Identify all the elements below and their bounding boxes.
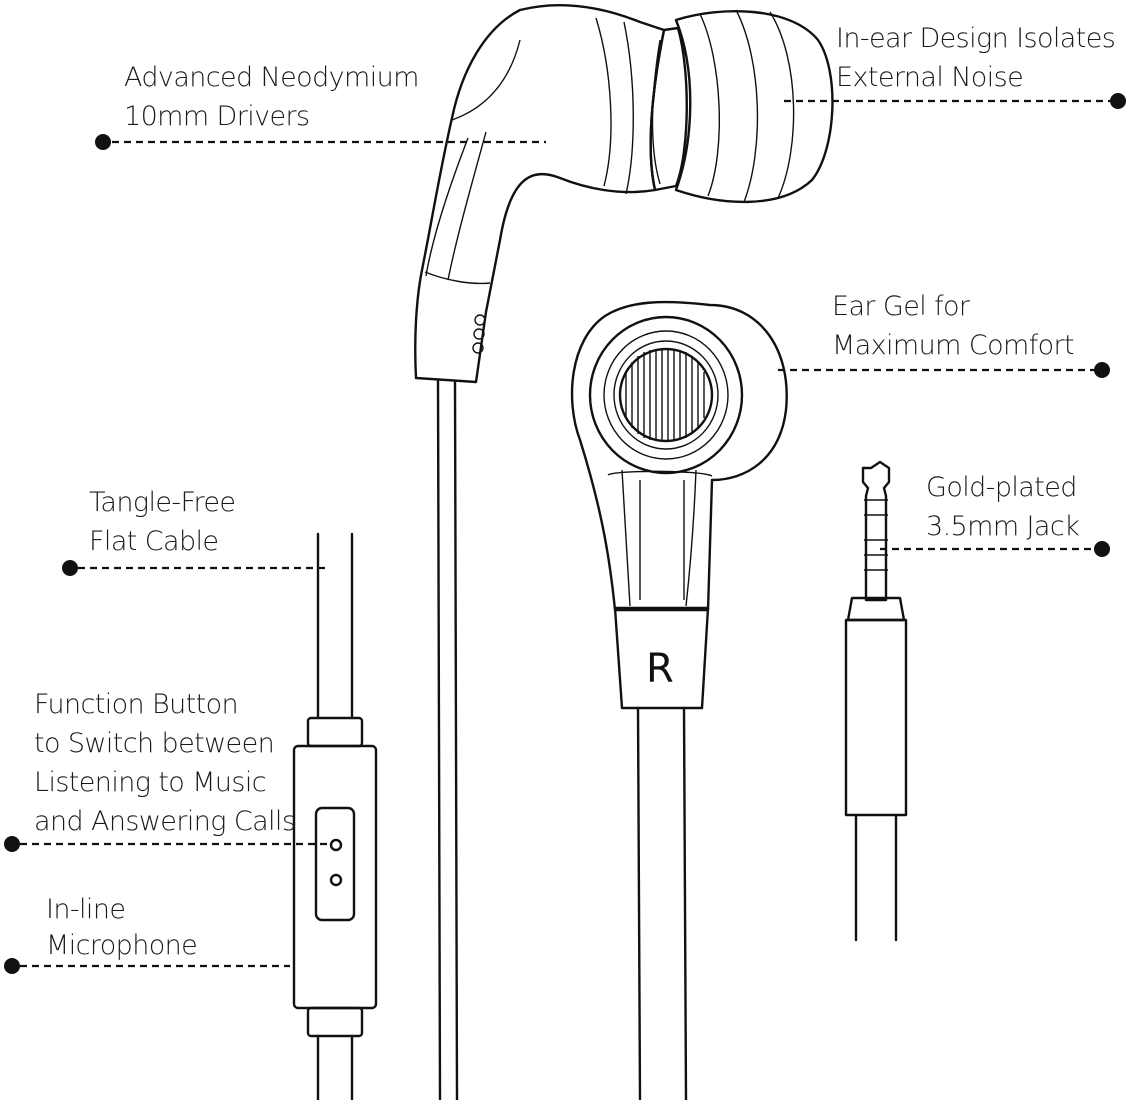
callout-in-ear: In-ear Design Isolates External Noise [836, 19, 1116, 97]
callout-function-button-line1: Function Button [34, 689, 239, 720]
callout-cable-line1: Tangle-Free [89, 487, 236, 518]
right-side-marker: R [646, 646, 674, 692]
callout-dot [62, 560, 78, 576]
left-earbud-cable-edge [436, 378, 442, 1100]
callout-drivers-line1: Advanced Neodymium [124, 62, 419, 93]
callout-microphone-line1: In-line [46, 894, 126, 925]
callout-dot [4, 958, 20, 974]
callout-dot [1110, 93, 1126, 109]
callout-function-button-line4: and Answering Calls [34, 806, 296, 837]
callout-function-button-line2: to Switch between [34, 728, 275, 759]
callout-cable: Tangle-Free Flat Cable [89, 483, 236, 561]
callout-ear-gel-line2: Maximum Comfort [832, 330, 1075, 361]
callout-function-button-line3: Listening to Music [34, 767, 267, 798]
callout-microphone-line2: Microphone [46, 930, 198, 961]
callout-jack: Gold-plated 3.5mm Jack [926, 468, 1080, 546]
microphone-hole [329, 838, 343, 852]
leader-cable [62, 560, 330, 576]
callout-drivers-line2: 10mm Drivers [124, 101, 310, 132]
leader-jack [880, 541, 1110, 557]
left-earbud-cable-edge [453, 380, 459, 1100]
inline-remote [292, 716, 378, 1038]
right-earbud-front-view: R [570, 300, 788, 710]
leader-in-ear [784, 93, 1126, 109]
callout-cable-line2: Flat Cable [89, 526, 219, 557]
audio-jack [844, 460, 908, 817]
speaker-grille [625, 349, 705, 441]
callout-drivers: Advanced Neodymium 10mm Drivers [124, 58, 419, 136]
callout-in-ear-line2: External Noise [836, 62, 1024, 93]
callout-dot [1094, 362, 1110, 378]
callout-dot [4, 836, 20, 852]
callout-dot [95, 134, 111, 150]
leader-function-button [4, 836, 328, 852]
callout-jack-line2: 3.5mm Jack [926, 511, 1080, 542]
microphone-hole [329, 873, 343, 887]
leader-microphone [4, 958, 290, 974]
callout-ear-gel: Ear Gel for Maximum Comfort [832, 287, 1075, 365]
callout-dot [1094, 541, 1110, 557]
callout-in-ear-line1: In-ear Design Isolates [836, 23, 1116, 54]
right-earbud-cable-edge [636, 706, 642, 1100]
leader-ear-gel [778, 362, 1110, 378]
leader-drivers [95, 134, 546, 150]
callout-jack-line1: Gold-plated [926, 472, 1077, 503]
function-button [314, 806, 356, 922]
callout-microphone: In-line Microphone [46, 892, 198, 964]
callout-ear-gel-line1: Ear Gel for [832, 291, 970, 322]
right-earbud-collar [613, 606, 710, 710]
left-earbud-side-view [414, 3, 834, 384]
callout-function-button: Function Button to Switch between Listen… [34, 685, 296, 841]
right-earbud-cable-edge [682, 706, 688, 1100]
